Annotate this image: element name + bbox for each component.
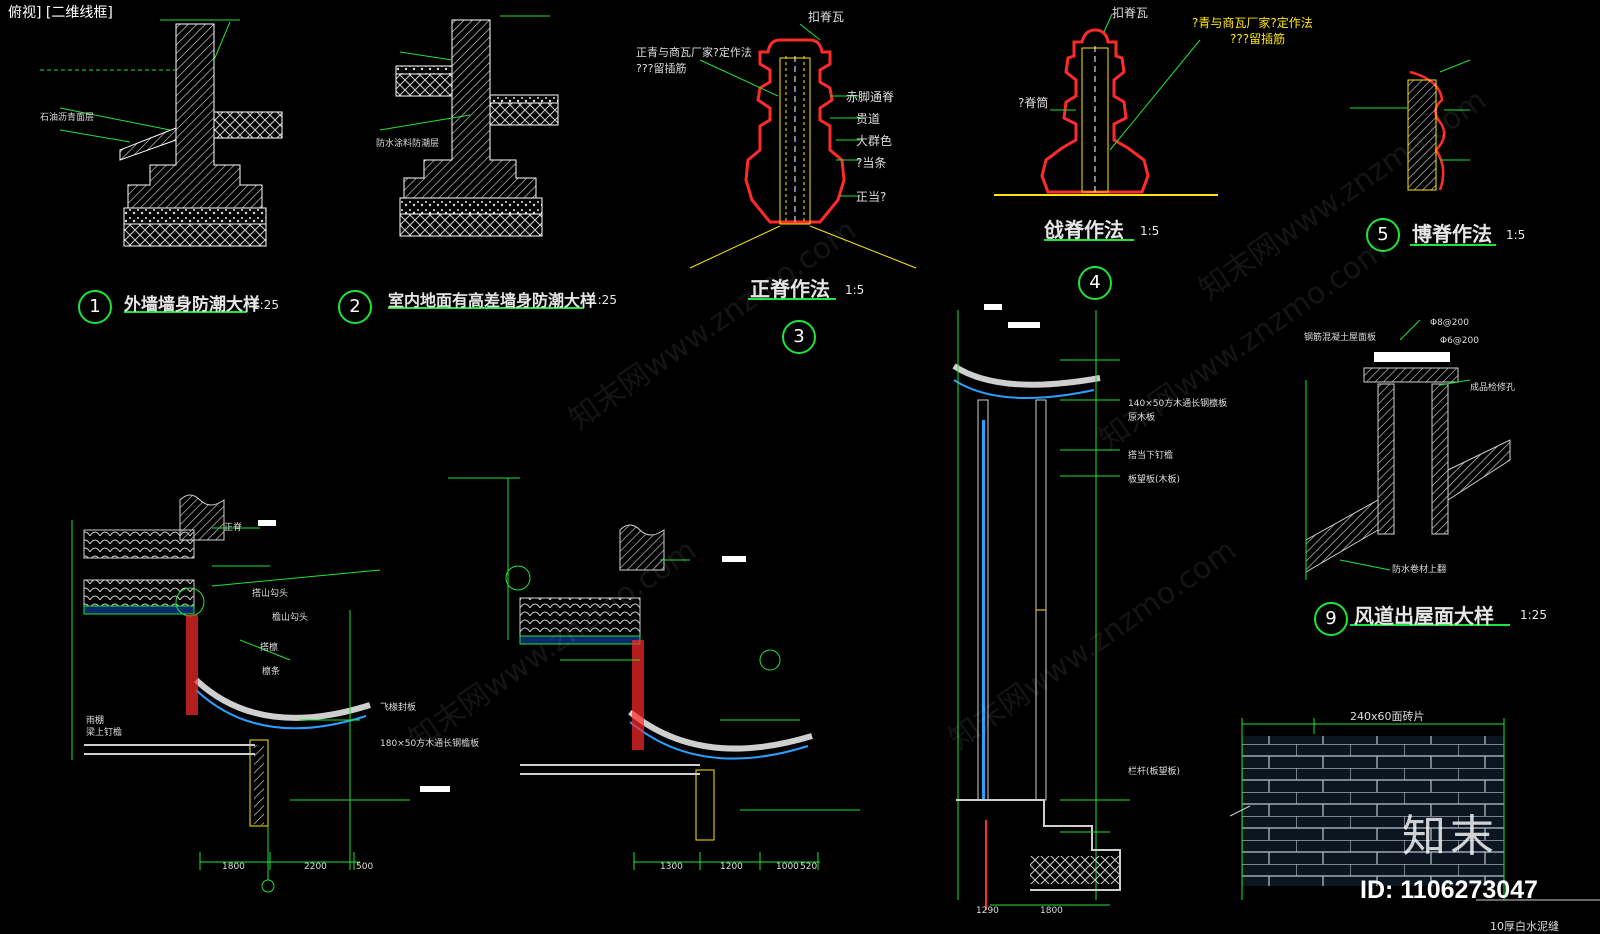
detail-2-scale: 1:25	[590, 293, 617, 307]
note-plank: 原木板	[1128, 413, 1156, 423]
detail-9-number: 9	[1314, 602, 1348, 636]
vent-note-slab: 钢筋混凝土屋面板	[1304, 333, 1377, 343]
dim-left-3: 500	[356, 862, 374, 872]
ridge4-label-ridge-tube: ?脊筒	[1018, 96, 1049, 110]
detail-3-number: 3	[782, 320, 816, 354]
note-asphalt: 石油沥青面层	[40, 113, 95, 123]
dim-left-1: 1800	[222, 862, 245, 872]
note-board-timber: 板望板(木板)	[1128, 475, 1181, 485]
vent-note-rebar-1: Φ8@200	[1430, 318, 1469, 328]
detail-4-hip-ridge-section	[994, 13, 1218, 196]
note-main-ridge: 正脊	[224, 523, 243, 533]
wall-elevation-section	[952, 304, 1130, 910]
note-railing: 栏杆(板望板)	[1128, 767, 1181, 777]
ridge3-label-cap-tile: 扣脊瓦	[808, 10, 845, 24]
detail-5-scale: 1:5	[1506, 228, 1526, 242]
detail-1-wall-section	[40, 19, 283, 247]
brick-facade-elevation	[1229, 718, 1600, 901]
ridge3-label-rebar: ???留插筋	[636, 62, 687, 75]
ridge3-label-4: ?当条	[856, 156, 887, 170]
note-purlin-joint: 搭檩	[260, 643, 279, 653]
note-beam-edge: 梁上钉檐	[86, 728, 123, 738]
note-timber-board-2: 140×50方木通长钢檩板	[1128, 399, 1228, 409]
detail-1-scale: 1:25	[252, 298, 279, 312]
viewport-label[interactable]: 俯视] [二维线框]	[4, 2, 117, 22]
bottom-note: 10厚白水泥缝	[1490, 920, 1559, 933]
note-damp-proof: 防水涂料防潮层	[376, 139, 440, 149]
detail-5-number: 5	[1366, 218, 1400, 252]
note-lower-edge: 搭当下钉檐	[1128, 451, 1174, 461]
ridge3-label-3: 大群色	[856, 134, 893, 148]
detail-3-ridge-section	[689, 23, 917, 269]
dim-mid-4: 520	[800, 862, 818, 872]
dim-mid-3: 1000	[776, 862, 799, 872]
ridge4-label-note: ?青与商瓦厂家?定作法	[1192, 16, 1313, 30]
brand-id: ID: 1106273047	[1360, 876, 1538, 904]
roof-section-left	[71, 494, 450, 893]
brick-label: 240x60面砖片	[1350, 710, 1425, 723]
brand-logo: 知末	[1402, 811, 1498, 862]
detail-9-title: 风道出屋面大样	[1354, 604, 1494, 628]
ridge3-label-5: 正当?	[856, 190, 887, 204]
note-purlin: 檩条	[262, 667, 281, 677]
ridge4-label-rebar: ???留插筋	[1230, 32, 1286, 46]
note-gable-tile: 搭山勾头	[252, 589, 289, 599]
detail-2-wall-section	[379, 15, 559, 237]
note-timber-board: 180×50方木通长钢檐板	[380, 739, 480, 749]
detail-3-title: 正脊作法	[750, 277, 830, 301]
vent-note-rebar-2: Φ6@200	[1440, 336, 1479, 346]
detail-9-vent-section	[1305, 319, 1511, 580]
ridge4-label-cap-tile: 扣脊瓦	[1112, 6, 1149, 20]
detail-5-title: 博脊作法	[1412, 222, 1492, 246]
detail-3-scale: 1:5	[845, 283, 865, 297]
detail-4-title: 戗脊作法	[1044, 218, 1124, 242]
ridge3-label-1: 赤脚通脊	[846, 90, 895, 104]
dim-mid-1: 1300	[660, 862, 683, 872]
ridge3-label-note: 正青与商瓦厂家?定作法	[636, 46, 752, 59]
title-underlines	[124, 239, 1510, 626]
note-eave-tile: 檐山勾头	[272, 613, 309, 623]
ridge3-label-2: 贵道	[856, 112, 881, 126]
note-fly-board: 飞椽封板	[380, 703, 417, 713]
detail-2-number: 2	[338, 290, 372, 324]
detail-2-title: 室内地面有高差墙身防潮大样	[388, 291, 597, 310]
detail-1-title: 外墙墙身防潮大样	[124, 295, 260, 315]
dim-wall-2: 1800	[1040, 906, 1063, 916]
dim-left-2: 2200	[304, 862, 327, 872]
detail-9-scale: 1:25	[1520, 608, 1547, 622]
dim-wall-1: 1290	[976, 906, 999, 916]
detail-5-wall-ridge-section	[1350, 59, 1471, 191]
dim-mid-2: 1200	[720, 862, 743, 872]
note-canopy: 雨棚	[86, 716, 105, 726]
roof-section-middle	[448, 477, 860, 870]
detail-1-number: 1	[78, 290, 112, 324]
detail-4-scale: 1:5	[1140, 224, 1160, 238]
detail-4-number: 4	[1078, 266, 1112, 300]
vent-note-hatch: 成品检修孔	[1470, 383, 1516, 393]
vent-note-flashing: 防水卷材上翻	[1392, 565, 1447, 575]
